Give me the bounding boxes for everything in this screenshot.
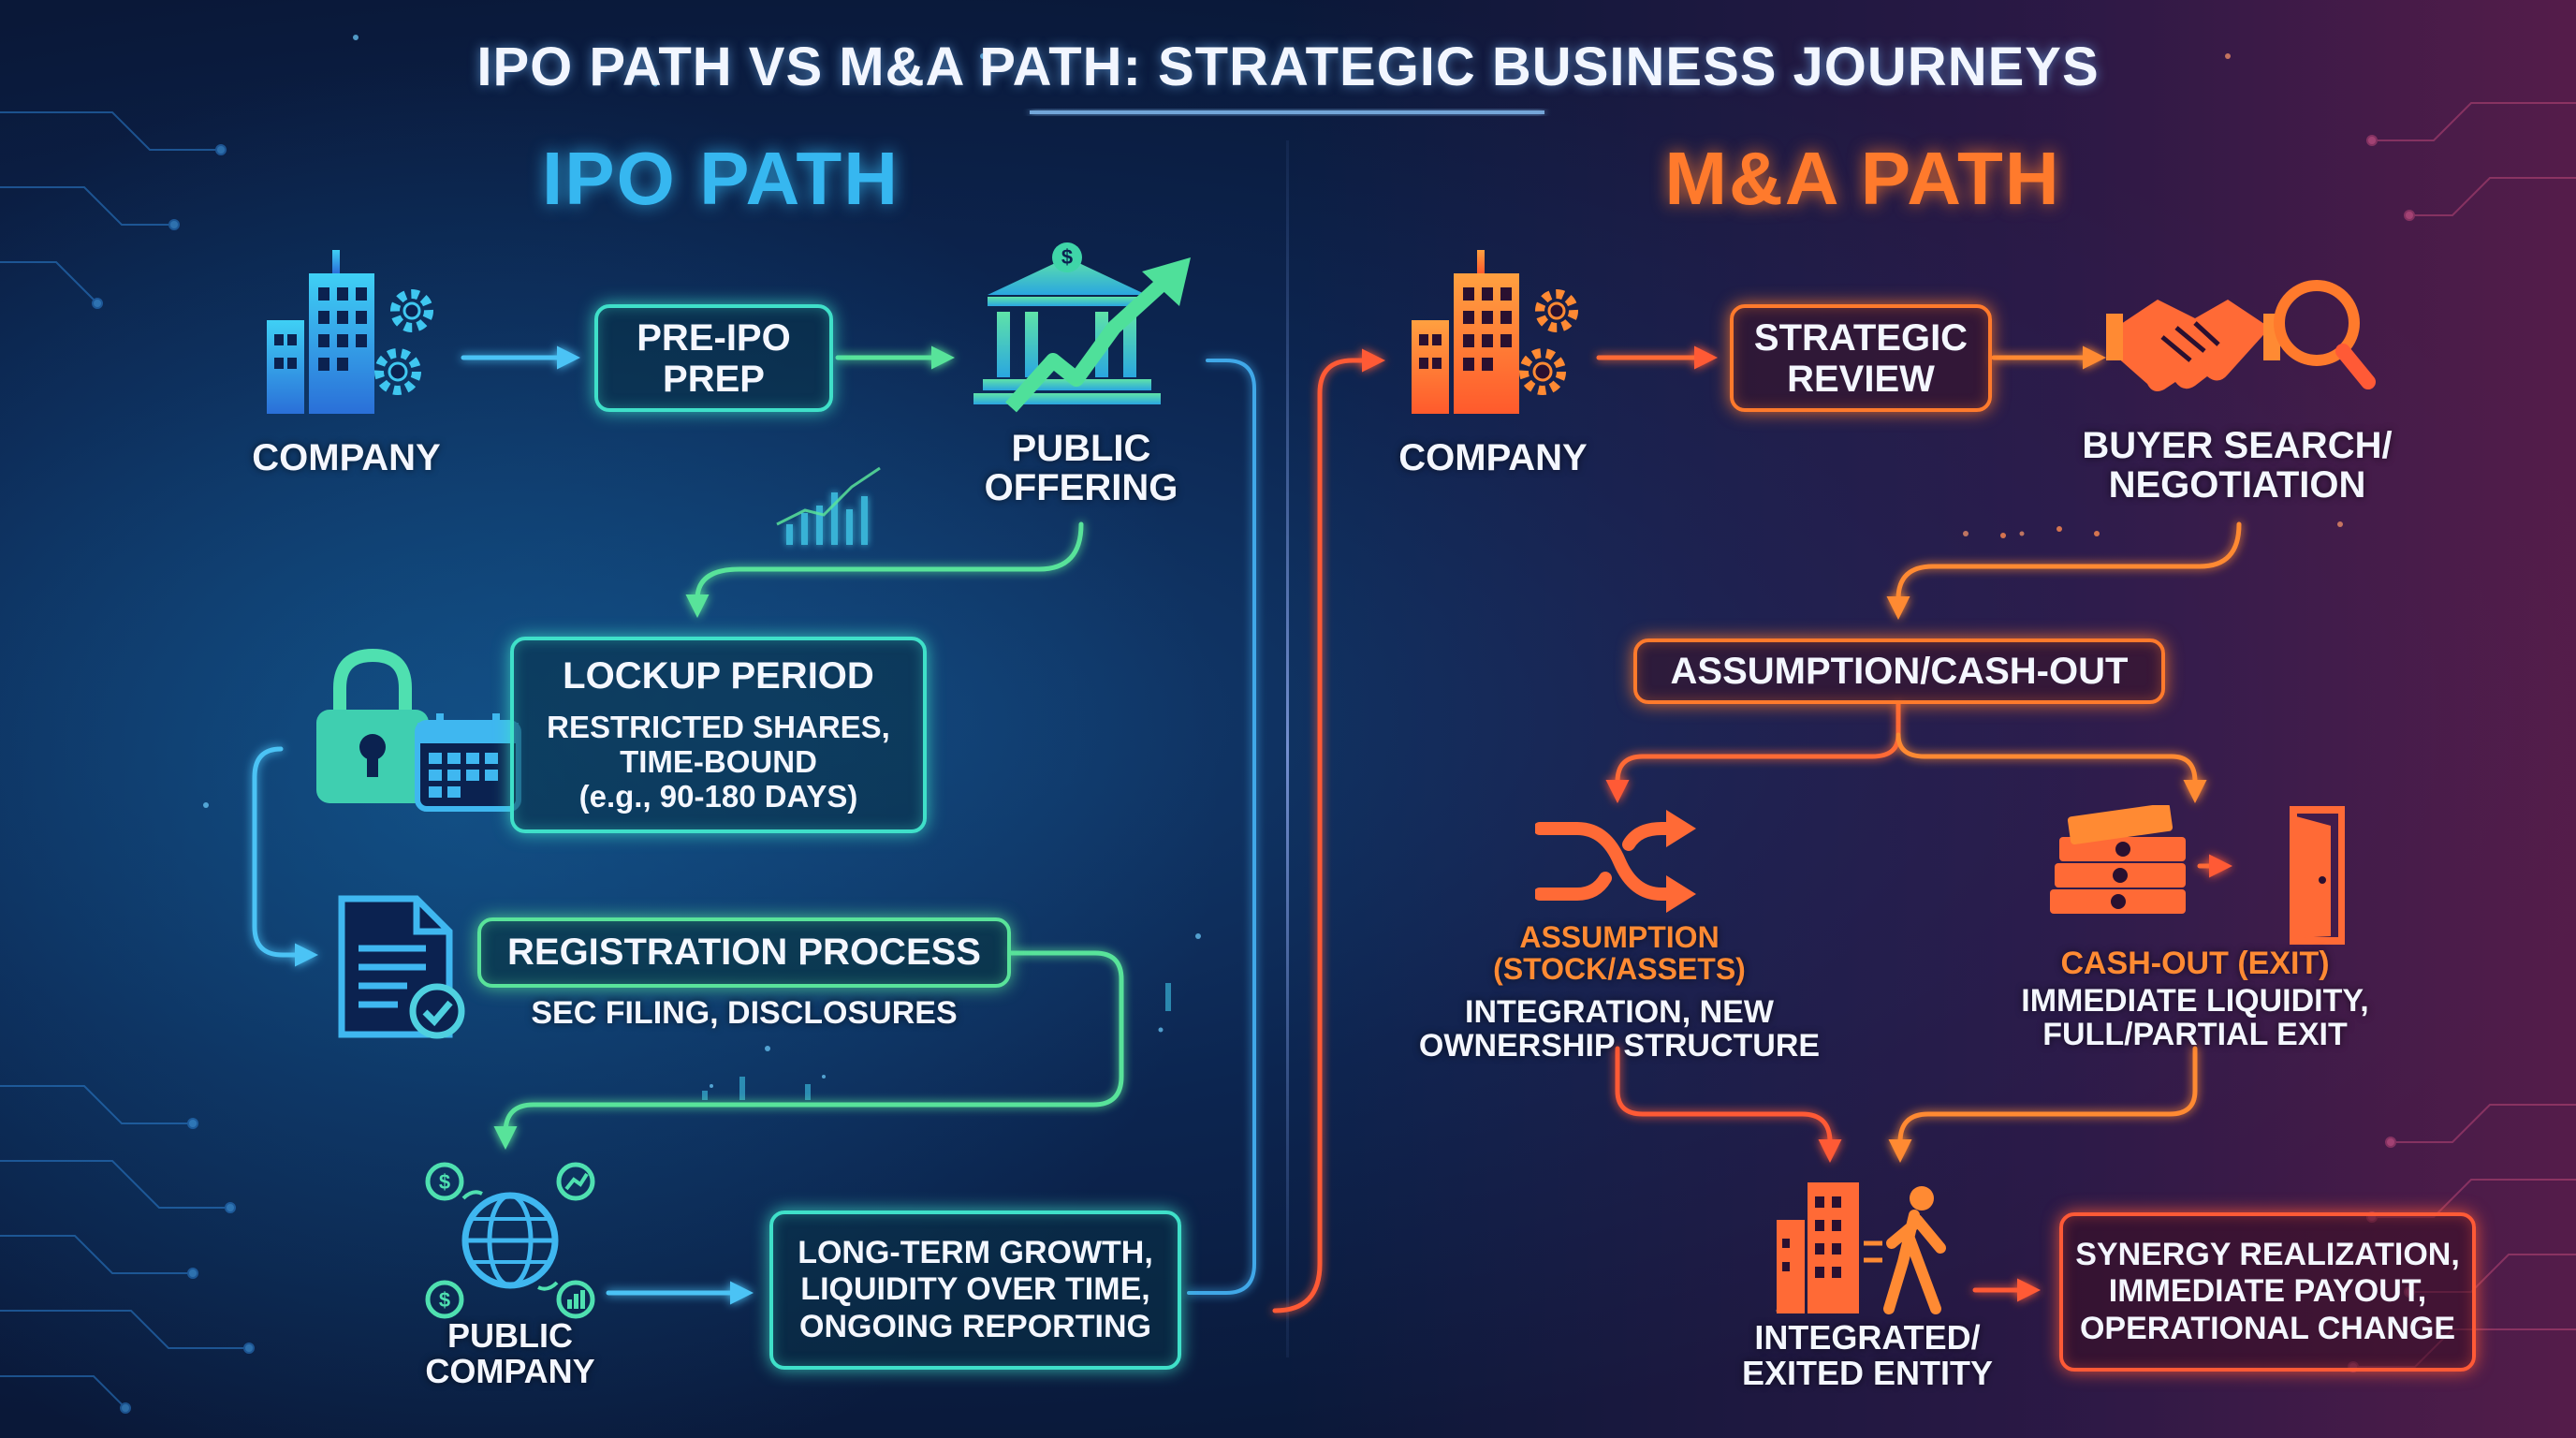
ipo-outcome-box: LONG-TERM GROWTH, LIQUIDITY OVER TIME, O…	[769, 1211, 1181, 1370]
svg-text:$: $	[1061, 245, 1073, 269]
building-person-icon	[1777, 1182, 1946, 1314]
arrow-offering-to-lockup	[685, 521, 1084, 618]
svg-text:$: $	[439, 1170, 450, 1194]
shuffle-arrows-icon	[1535, 810, 1696, 913]
cashout-line-1: IMMEDIATE LIQUIDITY,	[2021, 983, 2369, 1019]
registration-process-box: REGISTRATION PROCESS	[477, 917, 1011, 988]
buyer-line-2: NEGOTIATION	[2108, 464, 2366, 506]
arrow-registration-to-publiccompany	[493, 950, 1124, 1150]
ipo-outcome-line-3: ONGOING REPORTING	[799, 1308, 1151, 1344]
assumption-cashout-box: ASSUMPTION/CASH-OUT	[1633, 638, 2165, 704]
assumption-title-line-1: ASSUMPTION	[1519, 920, 1720, 954]
lockup-title: LOCKUP PERIOD	[563, 655, 874, 697]
padlock-calendar-icon	[316, 648, 521, 812]
cashout-detail: IMMEDIATE LIQUIDITY, FULL/PARTIAL EXIT	[1994, 983, 2396, 1052]
ma-outcome-line-2: IMMEDIATE PAYOUT,	[2108, 1273, 2427, 1310]
svg-text:$: $	[439, 1288, 450, 1312]
pre-ipo-line-2: PREP	[663, 358, 765, 400]
assumption-title: ASSUMPTION (STOCK/ASSETS)	[1460, 920, 1778, 986]
lockup-line-2: TIME-BOUND	[620, 744, 817, 780]
ipo-heading: IPO PATH	[542, 137, 900, 220]
ma-outcome-line-3: OPERATIONAL CHANGE	[2079, 1310, 2456, 1346]
cashout-title: CASH-OUT (EXIT)	[2060, 946, 2330, 981]
arrow-to-assumption	[1605, 701, 1901, 803]
ma-outcome-line-1: SYNERGY REALIZATION,	[2075, 1236, 2460, 1272]
assumption-detail: INTEGRATION, NEW OWNERSHIP STRUCTURE	[1395, 994, 1844, 1064]
lockup-period-box: LOCKUP PERIOD RESTRICTED SHARES, TIME-BO…	[510, 637, 927, 833]
ipo-company-label: COMPANY	[252, 437, 441, 478]
ipo-outcome-line-1: LONG-TERM GROWTH,	[798, 1234, 1153, 1270]
ma-company-label: COMPANY	[1398, 437, 1588, 478]
buyer-line-1: BUYER SEARCH/	[2082, 425, 2393, 466]
buyer-search-label: BUYER SEARCH/ NEGOTIATION	[2059, 426, 2415, 505]
arrow-cashout-to-integrated	[1888, 1046, 2198, 1163]
strategic-review-box: STRATEGIC REVIEW	[1730, 304, 1992, 412]
building-gears-icon	[1412, 250, 1578, 414]
public-company-line-1: PUBLIC	[447, 1316, 573, 1355]
arrow-assumption-to-integrated	[1615, 1046, 1842, 1163]
ma-heading: M&A PATH	[1664, 137, 2061, 220]
strategic-review-line-2: REVIEW	[1787, 358, 1935, 400]
integrated-entity-label: INTEGRATED/ EXITED ENTITY	[1722, 1320, 2012, 1391]
integrated-line-1: INTEGRATED/	[1754, 1318, 1981, 1357]
document-check-icon	[338, 895, 465, 1039]
public-offering-label: PUBLIC OFFERING	[936, 429, 1226, 507]
lockup-line-1: RESTRICTED SHARES,	[547, 710, 890, 745]
strategic-review-line-1: STRATEGIC	[1753, 316, 1969, 359]
public-company-line-2: COMPANY	[425, 1351, 595, 1390]
lockup-line-3: (e.g., 90-180 DAYS)	[578, 778, 858, 814]
public-offering-line-2: OFFERING	[984, 467, 1178, 508]
assumption-line-2: OWNERSHIP STRUCTURE	[1418, 1027, 1821, 1064]
assumption-title-line-2: (STOCK/ASSETS)	[1493, 951, 1746, 986]
bank-growth-icon: $	[973, 242, 1191, 413]
ipo-return-line	[1187, 359, 1256, 1295]
pre-ipo-prep-box: PRE-IPO PREP	[594, 304, 833, 412]
public-company-label: PUBLIC COMPANY	[384, 1318, 637, 1389]
cashout-line-2: FULL/PARTIAL EXIT	[2042, 1016, 2348, 1052]
arrow-lockup-to-registration	[252, 746, 318, 967]
building-gears-icon	[267, 250, 433, 414]
ma-outcome-box: SYNERGY REALIZATION, IMMEDIATE PAYOUT, O…	[2059, 1212, 2476, 1372]
registration-detail: SEC FILING, DISCLOSURES	[531, 995, 958, 1031]
ipo-outcome-line-2: LIQUIDITY OVER TIME,	[800, 1271, 1150, 1308]
money-door-icon	[2050, 805, 2345, 945]
page-title: IPO PATH VS M&A PATH: STRATEGIC BUSINESS…	[476, 37, 2100, 97]
pre-ipo-line-1: PRE-IPO	[637, 316, 791, 359]
globe-finance-icon: $ $	[425, 1162, 595, 1319]
assumption-cashout-label: ASSUMPTION/CASH-OUT	[1670, 650, 2129, 692]
integrated-line-2: EXITED ENTITY	[1741, 1353, 1994, 1392]
public-offering-line-1: PUBLIC	[1011, 428, 1151, 469]
assumption-line-1: INTEGRATION, NEW	[1465, 994, 1774, 1030]
arrow-to-cashout	[1895, 732, 2207, 803]
registration-title: REGISTRATION PROCESS	[507, 932, 981, 973]
ma-entry-line	[1272, 348, 1385, 1313]
arrow-buyer-to-assumptioncashout	[1886, 521, 2242, 620]
handshake-magnifier-icon	[2106, 280, 2376, 391]
